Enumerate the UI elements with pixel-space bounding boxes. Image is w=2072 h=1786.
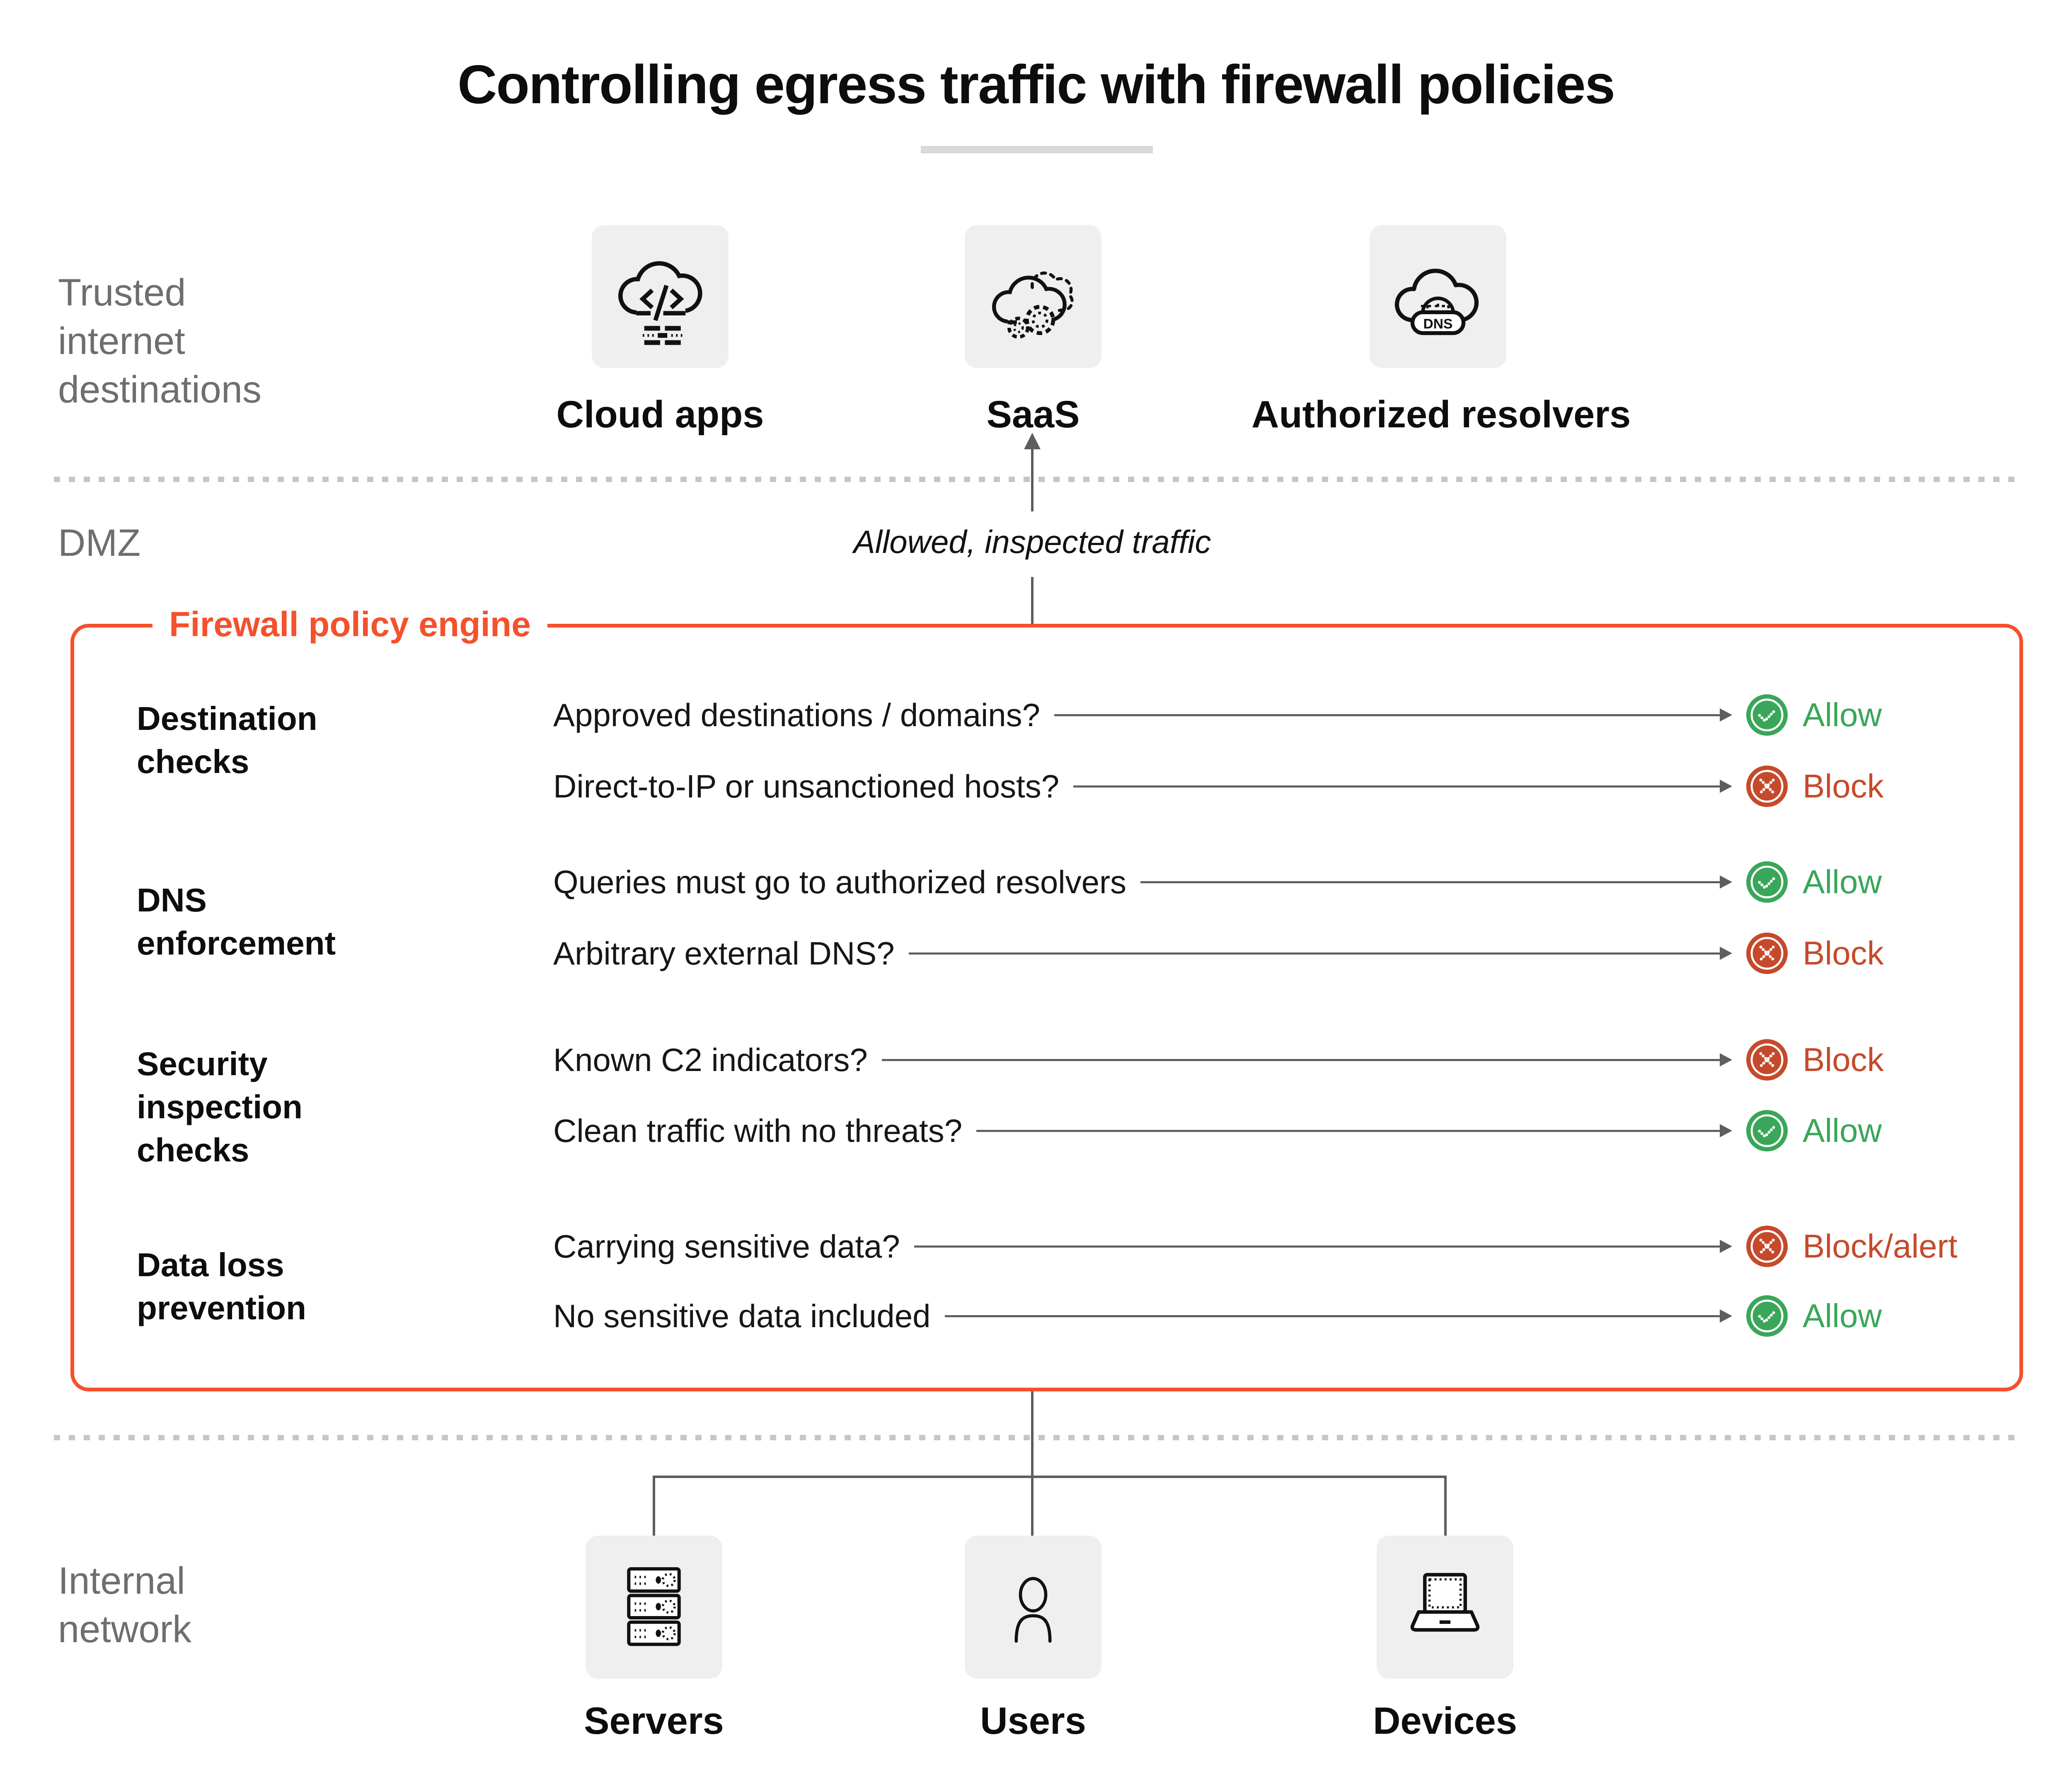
verdict-badge: Allow: [1745, 1294, 1882, 1338]
verdict-label: Allow: [1803, 1297, 1882, 1334]
title-underline: [921, 146, 1153, 153]
arrow-right-icon: [1720, 1124, 1732, 1137]
laptop-icon: [1410, 1573, 1480, 1632]
engine-to-internal-line: [1031, 1391, 1034, 1536]
zone-label-internal: Internal network: [58, 1560, 192, 1650]
section-label-security-inspection-checks: Security inspection checks: [137, 1045, 303, 1168]
internal-label-devices: Devices: [1373, 1700, 1517, 1742]
verdict-badge: Block/alert: [1745, 1225, 1957, 1268]
arrow-right-icon: [1720, 1240, 1732, 1253]
verdict-label: Block: [1803, 935, 1884, 972]
connector-line: [914, 1245, 1720, 1248]
connector-line: [976, 1129, 1720, 1132]
person-icon: [1014, 1577, 1052, 1643]
verdict-badge: Block: [1745, 932, 1884, 975]
policy-row: Queries must go to authorized resolvers …: [553, 860, 1882, 904]
policy-row: Known C2 indicators? Block: [553, 1038, 1884, 1081]
verdict-badge: Block: [1745, 765, 1884, 808]
verdict-label: Allow: [1803, 696, 1882, 733]
verdict-label: Block: [1803, 768, 1884, 805]
page-title: Controlling egress traffic with firewall…: [457, 54, 1615, 115]
destination-label-saas: SaaS: [986, 393, 1080, 436]
policy-row: Carrying sensitive data? Block/alert: [553, 1225, 1957, 1268]
arrow-right-icon: [1720, 1053, 1732, 1066]
policy-row: Approved destinations / domains? Allow: [553, 693, 1882, 737]
cloud-gears-icon: [992, 271, 1074, 339]
arrow-right-icon: [1720, 875, 1732, 889]
arrow-right-icon: [1720, 780, 1732, 793]
destination-label-authorized-resolvers: Authorized resolvers: [1251, 393, 1631, 436]
check-badge-icon: [1746, 1110, 1788, 1151]
dotted-separator-top: [54, 477, 2018, 482]
verdict-label: Block: [1803, 1041, 1884, 1078]
servers-stub-line: [653, 1476, 655, 1536]
internal-connector-line: [653, 1476, 1447, 1478]
destination-card-authorized-resolvers: DNS: [1370, 225, 1506, 368]
verdict-badge: Allow: [1745, 860, 1882, 904]
connector-line: [1073, 785, 1720, 788]
firewall-policy-engine-label: Firewall policy engine: [152, 600, 547, 648]
x-badge-icon: [1746, 1226, 1788, 1267]
verdict-label: Block/alert: [1803, 1228, 1958, 1265]
internal-card-users: [965, 1536, 1101, 1679]
policy-question: Approved destinations / domains?: [553, 696, 1041, 733]
firewall-policy-engine-box: [70, 624, 2023, 1391]
zone-label-trusted: Trusted internet destinations: [58, 271, 261, 411]
x-badge-icon: [1746, 766, 1788, 807]
destination-card-cloud-apps: [592, 225, 729, 368]
verdict-badge: Block: [1745, 1038, 1884, 1081]
connector-line: [908, 952, 1720, 955]
verdict-badge: Allow: [1745, 1109, 1882, 1152]
connector-line: [944, 1315, 1720, 1317]
internal-card-devices: [1377, 1536, 1513, 1679]
devices-stub-line: [1444, 1476, 1447, 1536]
section-label-dns-enforcement: DNS enforcement: [137, 882, 336, 962]
traffic-line-lower: [1031, 577, 1034, 625]
policy-question: Clean traffic with no threats?: [553, 1112, 963, 1149]
verdict-badge: Allow: [1745, 693, 1882, 737]
arrow-up-icon: [1024, 433, 1041, 449]
internal-card-servers: [586, 1536, 722, 1679]
verdict-label: Allow: [1803, 863, 1882, 900]
dns-badge-label: DNS: [1423, 316, 1453, 332]
verdict-label: Allow: [1803, 1112, 1882, 1149]
policy-row: Arbitrary external DNS? Block: [553, 932, 1884, 975]
policy-question: Queries must go to authorized resolvers: [553, 863, 1126, 900]
traffic-line-upper: [1031, 448, 1034, 511]
dotted-separator-bottom: [54, 1435, 2018, 1440]
connector-line: [1054, 714, 1720, 716]
cloud-code-icon: [618, 261, 702, 345]
check-badge-icon: [1746, 1295, 1788, 1337]
server-stack-icon: [627, 1567, 681, 1646]
connector-line: [881, 1059, 1720, 1061]
destination-label-cloud-apps: Cloud apps: [556, 393, 764, 436]
arrow-right-icon: [1720, 947, 1732, 960]
policy-question: Direct-to-IP or unsanctioned hosts?: [553, 768, 1060, 805]
check-badge-icon: [1746, 694, 1788, 736]
policy-question: No sensitive data included: [553, 1297, 931, 1334]
arrow-right-icon: [1720, 1309, 1732, 1323]
policy-question: Arbitrary external DNS?: [553, 935, 895, 972]
section-label-data-loss-prevention: Data loss prevention: [137, 1246, 306, 1326]
policy-question: Known C2 indicators?: [553, 1041, 868, 1078]
x-badge-icon: [1746, 1039, 1788, 1081]
policy-row: No sensitive data included Allow: [553, 1294, 1882, 1338]
policy-row: Direct-to-IP or unsanctioned hosts? Bloc…: [553, 765, 1884, 808]
x-badge-icon: [1746, 933, 1788, 974]
internal-label-servers: Servers: [584, 1700, 724, 1742]
connector-line: [1140, 881, 1720, 883]
arrow-right-icon: [1720, 708, 1732, 722]
cloud-dns-globe-icon: DNS: [1394, 268, 1479, 335]
section-label-destination-checks: Destination checks: [137, 700, 317, 780]
check-badge-icon: [1746, 861, 1788, 903]
policy-question: Carrying sensitive data?: [553, 1228, 900, 1265]
internal-label-users: Users: [980, 1700, 1086, 1742]
traffic-note: Allowed, inspected traffic: [853, 523, 1211, 560]
policy-row: Clean traffic with no threats? Allow: [553, 1109, 1882, 1152]
destination-card-saas: [965, 225, 1101, 368]
zone-label-dmz: DMZ: [58, 522, 141, 564]
